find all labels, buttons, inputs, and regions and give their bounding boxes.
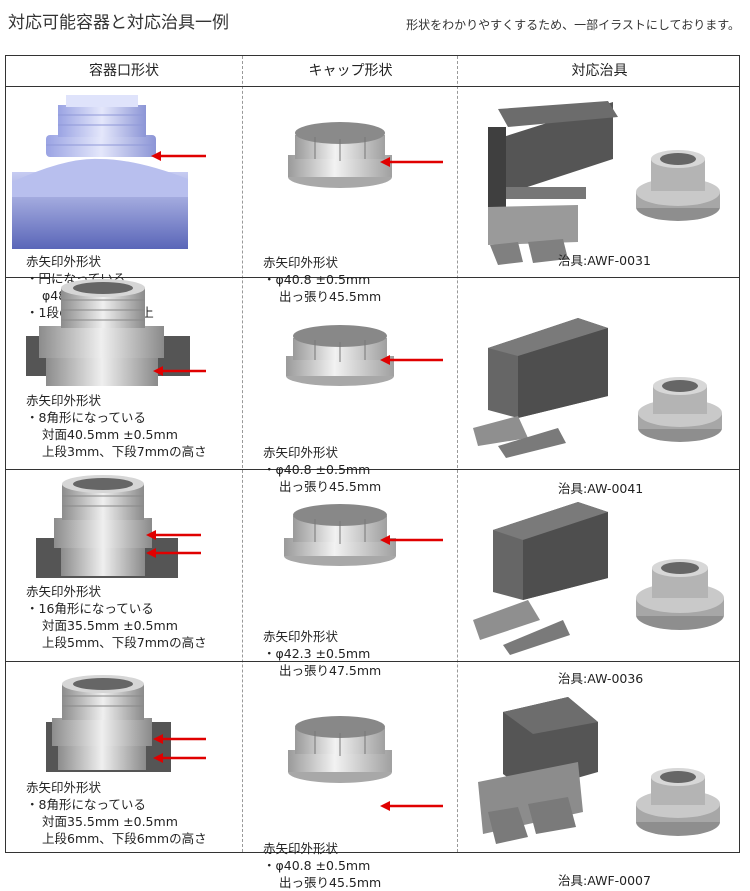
- row-divider: [6, 277, 739, 278]
- jig-cell: 治具:AW-0041: [458, 278, 741, 496]
- cap-image: [284, 504, 443, 566]
- page-note: 形状をわかりやすくするため、一部イラストにしております。: [406, 18, 740, 32]
- row-divider: [6, 469, 739, 470]
- description-line: ・φ40.8 ±0.5mm: [263, 858, 371, 873]
- cap-description: 赤矢印外形状 ・φ40.8 ±0.5mm 出っ張り45.5mm: [263, 444, 381, 495]
- container-cell: 赤矢印外形状 ・円になっている φ48 ±0.5mm ・1段の幅が6mm以上: [6, 87, 242, 320]
- table-row: 赤矢印外形状 ・円になっている φ48 ±0.5mm ・1段の幅が6mm以上: [6, 87, 741, 320]
- compatibility-table: 容器口形状 キャップ形状 対応治具: [5, 55, 741, 890]
- description-line: 対面35.5mm ±0.5mm: [42, 618, 178, 633]
- cap-description: 赤矢印外形状 ・φ40.8 ±0.5mm 出っ張り45.5mm: [263, 840, 381, 891]
- container-description: 赤矢印外形状 ・8角形になっている 対面35.5mm ±0.5mm 上段6mm、…: [26, 779, 207, 847]
- description-line: 対面35.5mm ±0.5mm: [42, 814, 178, 829]
- cap-cell: 赤矢印外形状 ・φ40.8 ±0.5mm 出っ張り45.5mm: [243, 662, 458, 890]
- jig-cell: 治具:AW-0036: [458, 470, 741, 686]
- jig-image: [488, 101, 720, 265]
- description-line: 出っ張り45.5mm: [279, 479, 382, 494]
- container-cell: 赤矢印外形状 ・8角形になっている 対面40.5mm ±0.5mm 上段3mm、…: [6, 278, 242, 469]
- cap-description: 赤矢印外形状 ・φ40.8 ±0.5mm 出っ張り45.5mm: [263, 254, 381, 305]
- cap-cell: 赤矢印外形状 ・φ42.3 ±0.5mm 出っ張り47.5mm: [243, 470, 458, 678]
- table-row: 赤矢印外形状 ・16角形になっている 対面35.5mm ±0.5mm 上段5mm…: [6, 470, 741, 686]
- description-line: ・φ40.8 ±0.5mm: [263, 272, 371, 287]
- description-line: ・φ40.8 ±0.5mm: [263, 462, 371, 477]
- header-cap-shape: キャップ形状: [308, 63, 393, 79]
- container-neck-image: [46, 675, 206, 772]
- description-line: 上段5mm、下段7mmの高さ: [42, 635, 207, 650]
- jig-image: [473, 318, 722, 458]
- container-neck-image: [36, 475, 201, 578]
- description-line: ・16角形になっている: [26, 601, 154, 616]
- description-line: ・φ42.3 ±0.5mm: [263, 646, 371, 661]
- column-divider: [457, 56, 458, 852]
- description-heading: 赤矢印外形状: [26, 780, 102, 795]
- container-cell: 赤矢印外形状 ・16角形になっている 対面35.5mm ±0.5mm 上段5mm…: [6, 470, 242, 661]
- container-neck-image: [26, 279, 206, 386]
- header-divider: [6, 86, 739, 87]
- description-heading: 赤矢印外形状: [26, 393, 102, 408]
- container-description: 赤矢印外形状 ・16角形になっている 対面35.5mm ±0.5mm 上段5mm…: [26, 583, 207, 651]
- cap-cell: 赤矢印外形状 ・φ40.8 ±0.5mm 出っ張り45.5mm: [243, 278, 458, 494]
- description-line: 出っ張り45.5mm: [279, 875, 382, 890]
- description-line: 上段6mm、下段6mmの高さ: [42, 831, 207, 846]
- cap-description: 赤矢印外形状 ・φ42.3 ±0.5mm 出っ張り47.5mm: [263, 628, 381, 679]
- table-row: 赤矢印外形状 ・8角形になっている 対面35.5mm ±0.5mm 上段6mm、…: [6, 662, 741, 890]
- jig-cell: 治具:AWF-0031: [458, 87, 741, 277]
- description-heading: 赤矢印外形状: [263, 255, 339, 270]
- header-jig: 対応治具: [571, 63, 628, 79]
- description-heading: 赤矢印外形状: [26, 584, 102, 599]
- jig-cell: 治具:AWF-0007: [458, 662, 741, 888]
- cap-image: [288, 122, 443, 188]
- row-divider: [6, 661, 739, 662]
- header-container-shape: 容器口形状: [89, 63, 159, 79]
- table-row: 赤矢印外形状 ・8角形になっている 対面40.5mm ±0.5mm 上段3mm、…: [6, 278, 741, 496]
- jig-model-label: 治具:AWF-0031: [558, 253, 651, 268]
- description-line: ・8角形になっている: [26, 797, 146, 812]
- description-heading: 赤矢印外形状: [263, 445, 339, 460]
- page-title: 対応可能容器と対応治具一例: [8, 13, 229, 33]
- cap-cell: 赤矢印外形状 ・φ40.8 ±0.5mm 出っ張り45.5mm: [243, 87, 458, 304]
- jig-image: [478, 697, 720, 844]
- column-divider: [242, 56, 243, 852]
- description-heading: 赤矢印外形状: [263, 629, 339, 644]
- container-neck-image: [12, 95, 206, 249]
- container-cell: 赤矢印外形状 ・8角形になっている 対面35.5mm ±0.5mm 上段6mm、…: [6, 662, 242, 852]
- description-line: ・8角形になっている: [26, 410, 146, 425]
- description-line: 対面40.5mm ±0.5mm: [42, 427, 178, 442]
- description-heading: 赤矢印外形状: [263, 841, 339, 856]
- jig-image: [473, 502, 724, 655]
- container-description: 赤矢印外形状 ・8角形になっている 対面40.5mm ±0.5mm 上段3mm、…: [26, 392, 207, 460]
- description-line: 出っ張り45.5mm: [279, 289, 382, 304]
- description-heading: 赤矢印外形状: [26, 254, 102, 269]
- cap-image: [288, 716, 443, 811]
- description-line: 出っ張り47.5mm: [279, 663, 382, 678]
- description-line: 上段3mm、下段7mmの高さ: [42, 444, 207, 459]
- cap-image: [286, 325, 443, 386]
- jig-model-label: 治具:AW-0041: [558, 481, 644, 496]
- jig-model-label: 治具:AW-0036: [558, 671, 644, 686]
